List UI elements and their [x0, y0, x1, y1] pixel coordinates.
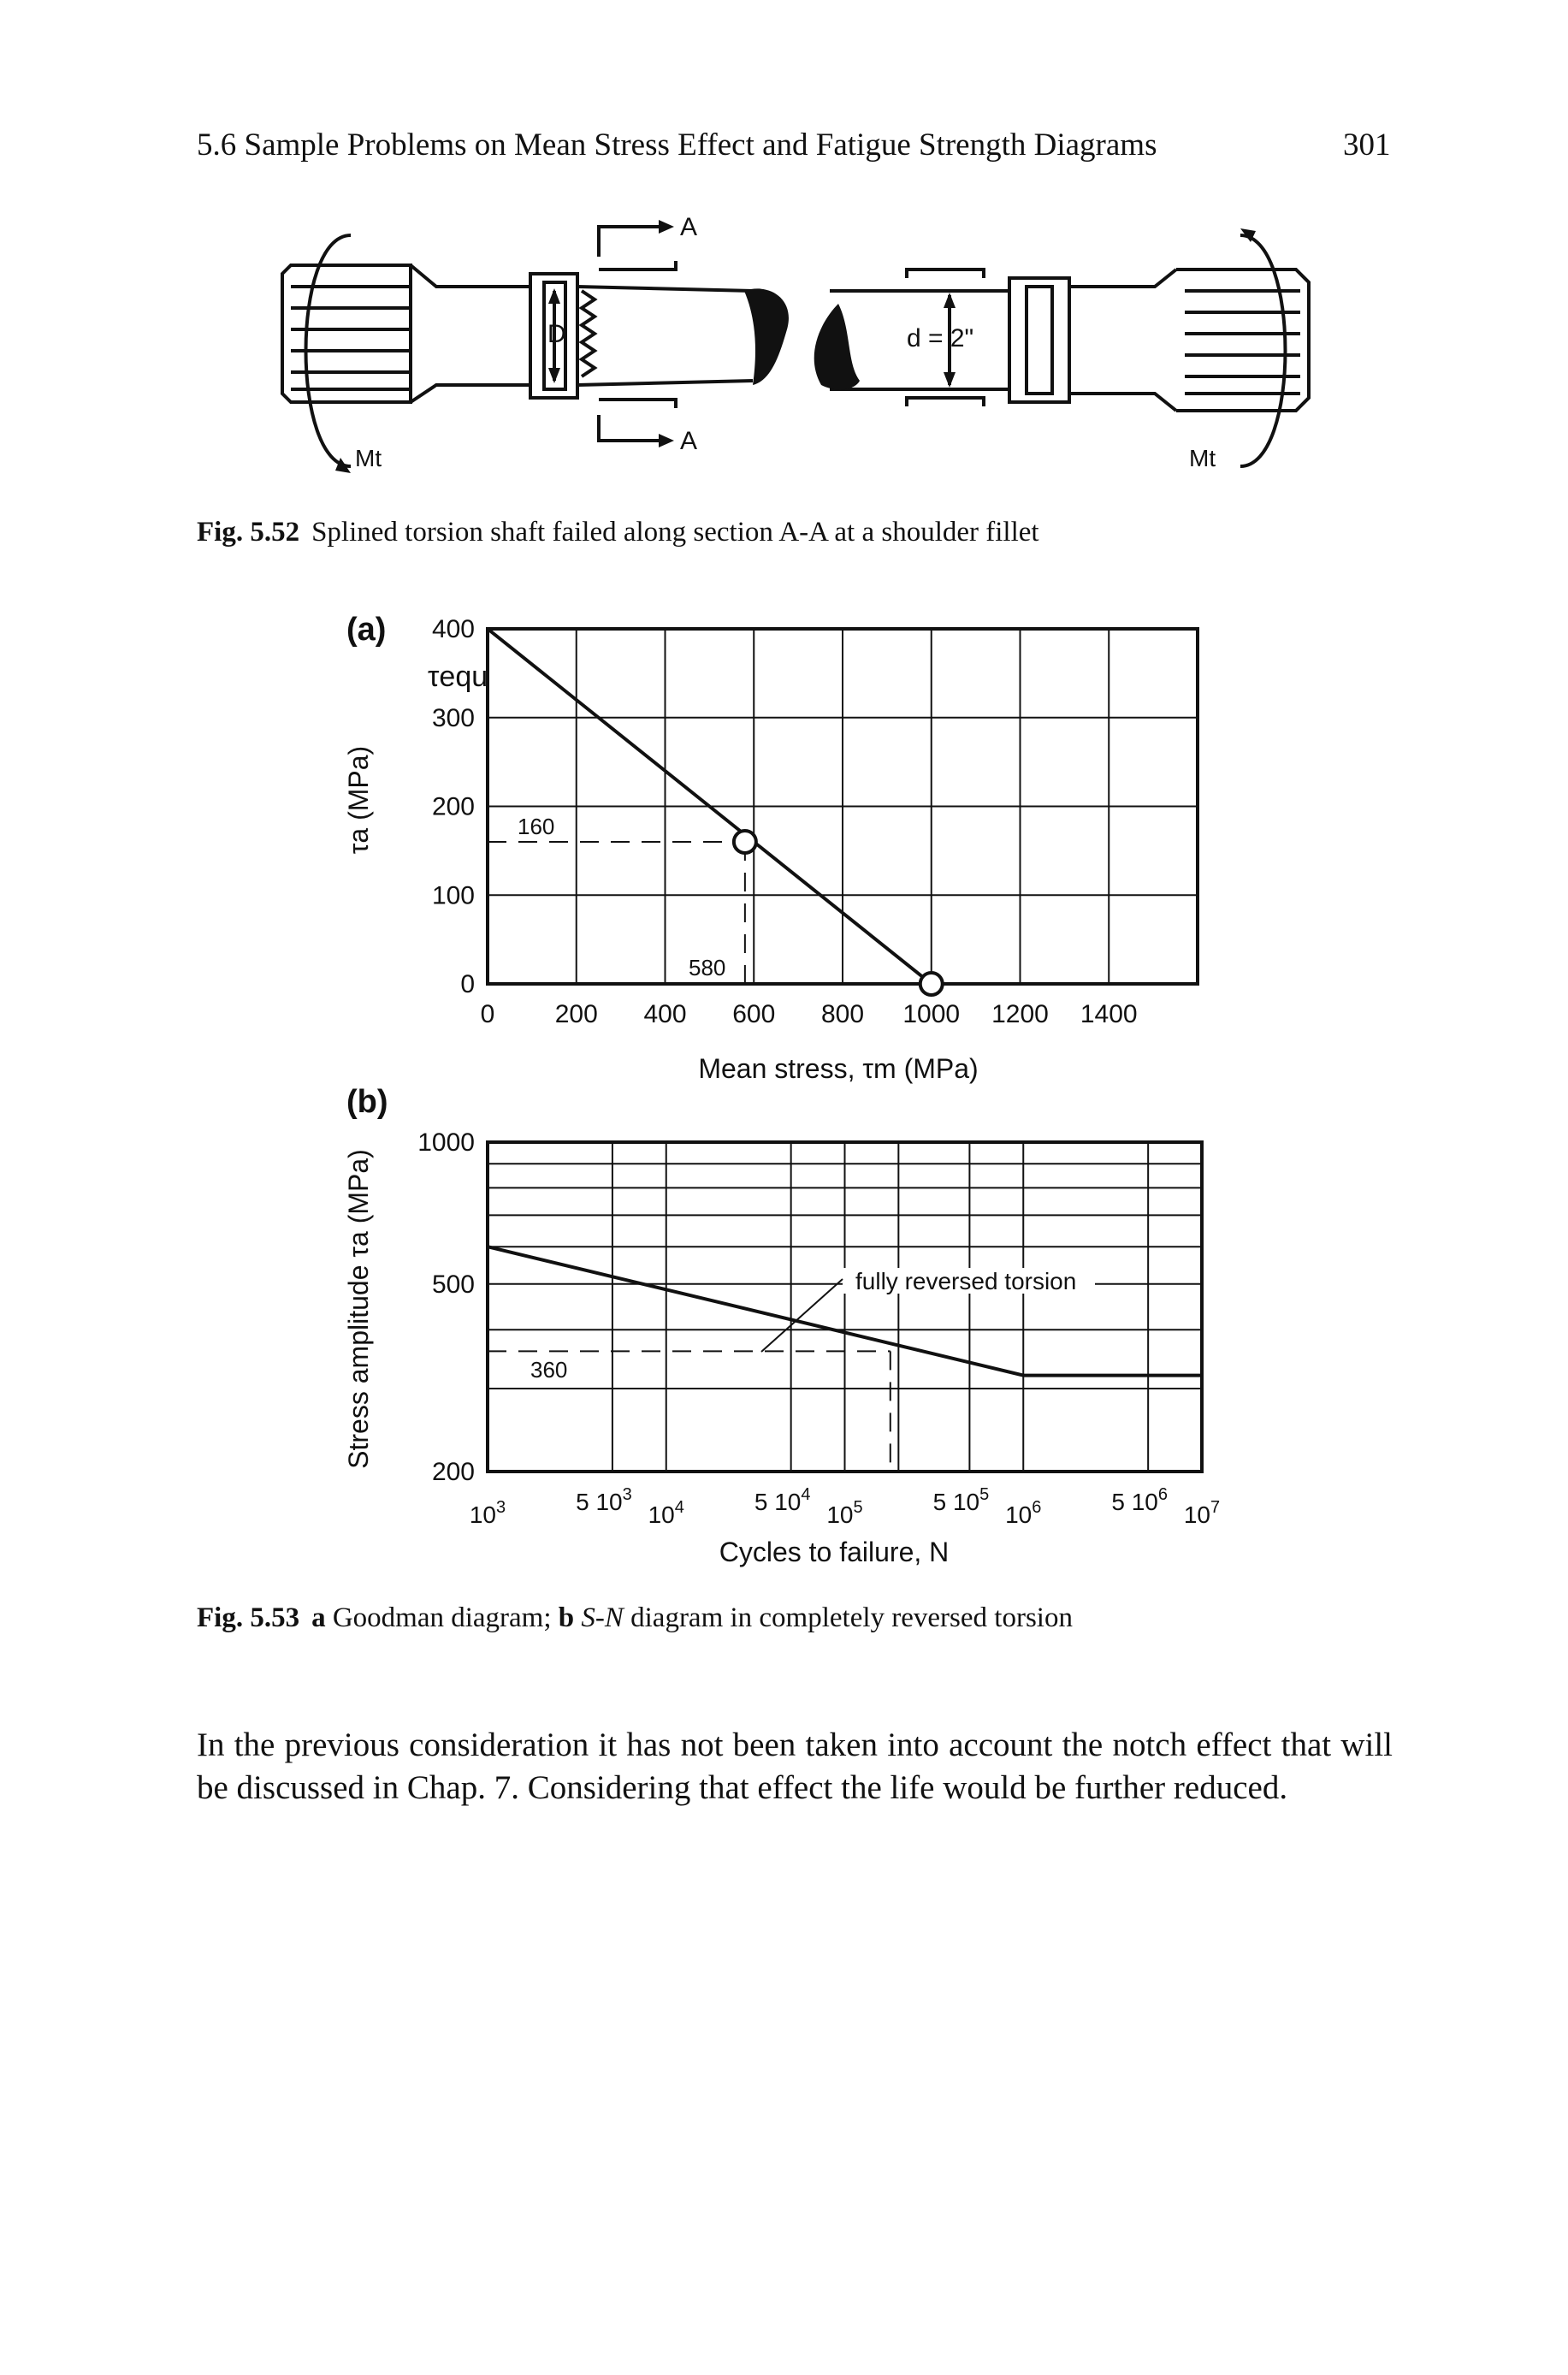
fracture-line-left [578, 289, 598, 378]
chart-a-ytick: 200 [432, 793, 475, 821]
fig-553-charts: (a) 0 200 400 600 800 1000 1200 1400 0 100 200 300 4… [343, 612, 1220, 1567]
right-collar [1008, 276, 1071, 404]
section-line-top [597, 225, 659, 257]
fig-552-caption: Fig. 5.52 Splined torsion shaft failed al… [197, 517, 1039, 548]
chart-a-ytick: 400 [432, 615, 475, 643]
fig-552-caption-text: Splined torsion shaft failed along secti… [311, 517, 1039, 548]
legend-bg [843, 1268, 1095, 1294]
chart-a-line-label: τequ [428, 660, 488, 693]
left-collar [529, 272, 579, 400]
chart-b-xtick: 104 [648, 1498, 684, 1528]
running-head: 5.6 Sample Problems on Mean Stress Effec… [197, 127, 1157, 163]
legend-leader [760, 1278, 843, 1353]
panel-b-label: (b) [346, 1084, 388, 1120]
caption-part-a: a [311, 1602, 326, 1633]
chart-a-xtick: 800 [821, 1000, 864, 1028]
chart-a-annotation-160: 160 [518, 814, 554, 839]
fig-552-shaft-drawing: A A D d = 2" Mt Mt [281, 213, 1311, 473]
body-paragraph: In the previous consideration it has not… [197, 1726, 1393, 1806]
right-spline-end [1176, 268, 1311, 412]
diameter-label: D [547, 320, 566, 348]
left-torque-arrow [304, 234, 352, 468]
chart-a-point [918, 971, 944, 997]
chart-b-sn-line [487, 1245, 1202, 1377]
caption-sn: S-N [581, 1602, 624, 1633]
chart-b-series-label: fully reversed torsion [855, 1268, 1076, 1294]
fig-553-label: Fig. 5.53 [197, 1602, 300, 1633]
fig-552-label: Fig. 5.52 [197, 517, 300, 548]
chart-b-xtick: 5 106 [1111, 1485, 1168, 1515]
caption-part-b: b [558, 1602, 575, 1633]
page-number: 301 [1343, 127, 1391, 163]
small-diameter-label: d = 2" [907, 324, 973, 352]
fig-553-caption: Fig. 5.53 a Goodman diagram; b S-N diagra… [197, 1602, 1073, 1634]
fracture-face-right [814, 304, 860, 390]
right-torque-arrow [1240, 234, 1287, 468]
chart-b-xtick: 106 [1005, 1498, 1041, 1528]
chart-a-xtick: 1200 [991, 1000, 1049, 1028]
chart-b-ylabel: Stress amplitude τa (MPa) [343, 1149, 374, 1469]
chart-a-xtick: 600 [732, 1000, 775, 1028]
chart-a-point [731, 829, 758, 855]
panel-a-label: (a) [346, 612, 386, 648]
chart-a-xtick: 0 [481, 1000, 495, 1028]
chart-b-ytick: 1000 [417, 1128, 475, 1157]
caption-part-b-text: diagram in completely reversed torsion [630, 1602, 1073, 1633]
chart-a-xtick: 200 [555, 1000, 598, 1028]
chart-a-ytick: 0 [460, 970, 475, 998]
chart-a-annotation-580: 580 [689, 955, 725, 980]
torque-label-right: Mt [1189, 445, 1216, 471]
chart-b-xtick: 5 105 [933, 1485, 990, 1515]
chart-b-xtick: 105 [826, 1498, 862, 1528]
chart-b-frame [486, 1140, 1204, 1473]
fracture-face-left [744, 288, 789, 385]
section-label-bottom: A [680, 427, 697, 455]
chart-a-goodman-line [486, 627, 932, 986]
section-line-bottom [597, 415, 659, 442]
chart-b-xtick: 5 103 [576, 1485, 632, 1515]
chart-b-ytick: 200 [432, 1458, 475, 1486]
chart-a-ytick: 100 [432, 881, 475, 909]
chart-a-xtick: 400 [643, 1000, 686, 1028]
chart-b-xlabel: Cycles to failure, N [719, 1537, 950, 1567]
chart-a-xlabel: Mean stress, τm (MPa) [698, 1053, 978, 1084]
chart-a-xtick: 1000 [902, 1000, 960, 1028]
chart-a-frame [486, 627, 1199, 986]
section-label-top: A [680, 213, 697, 241]
chart-a-xtick: 1400 [1080, 1000, 1138, 1028]
chart-b-xtick: 5 104 [754, 1485, 811, 1515]
caption-part-a-text: Goodman diagram; [332, 1602, 552, 1633]
chart-a-ylabel: τa (MPa) [343, 746, 374, 854]
chart-a-ytick: 300 [432, 704, 475, 732]
torque-label-left: Mt [355, 445, 382, 471]
chart-b-ytick: 500 [432, 1270, 475, 1299]
chart-b-annotation-360: 360 [530, 1357, 567, 1383]
chart-b-xtick: 107 [1184, 1498, 1220, 1528]
chart-b-xtick: 103 [470, 1498, 506, 1528]
